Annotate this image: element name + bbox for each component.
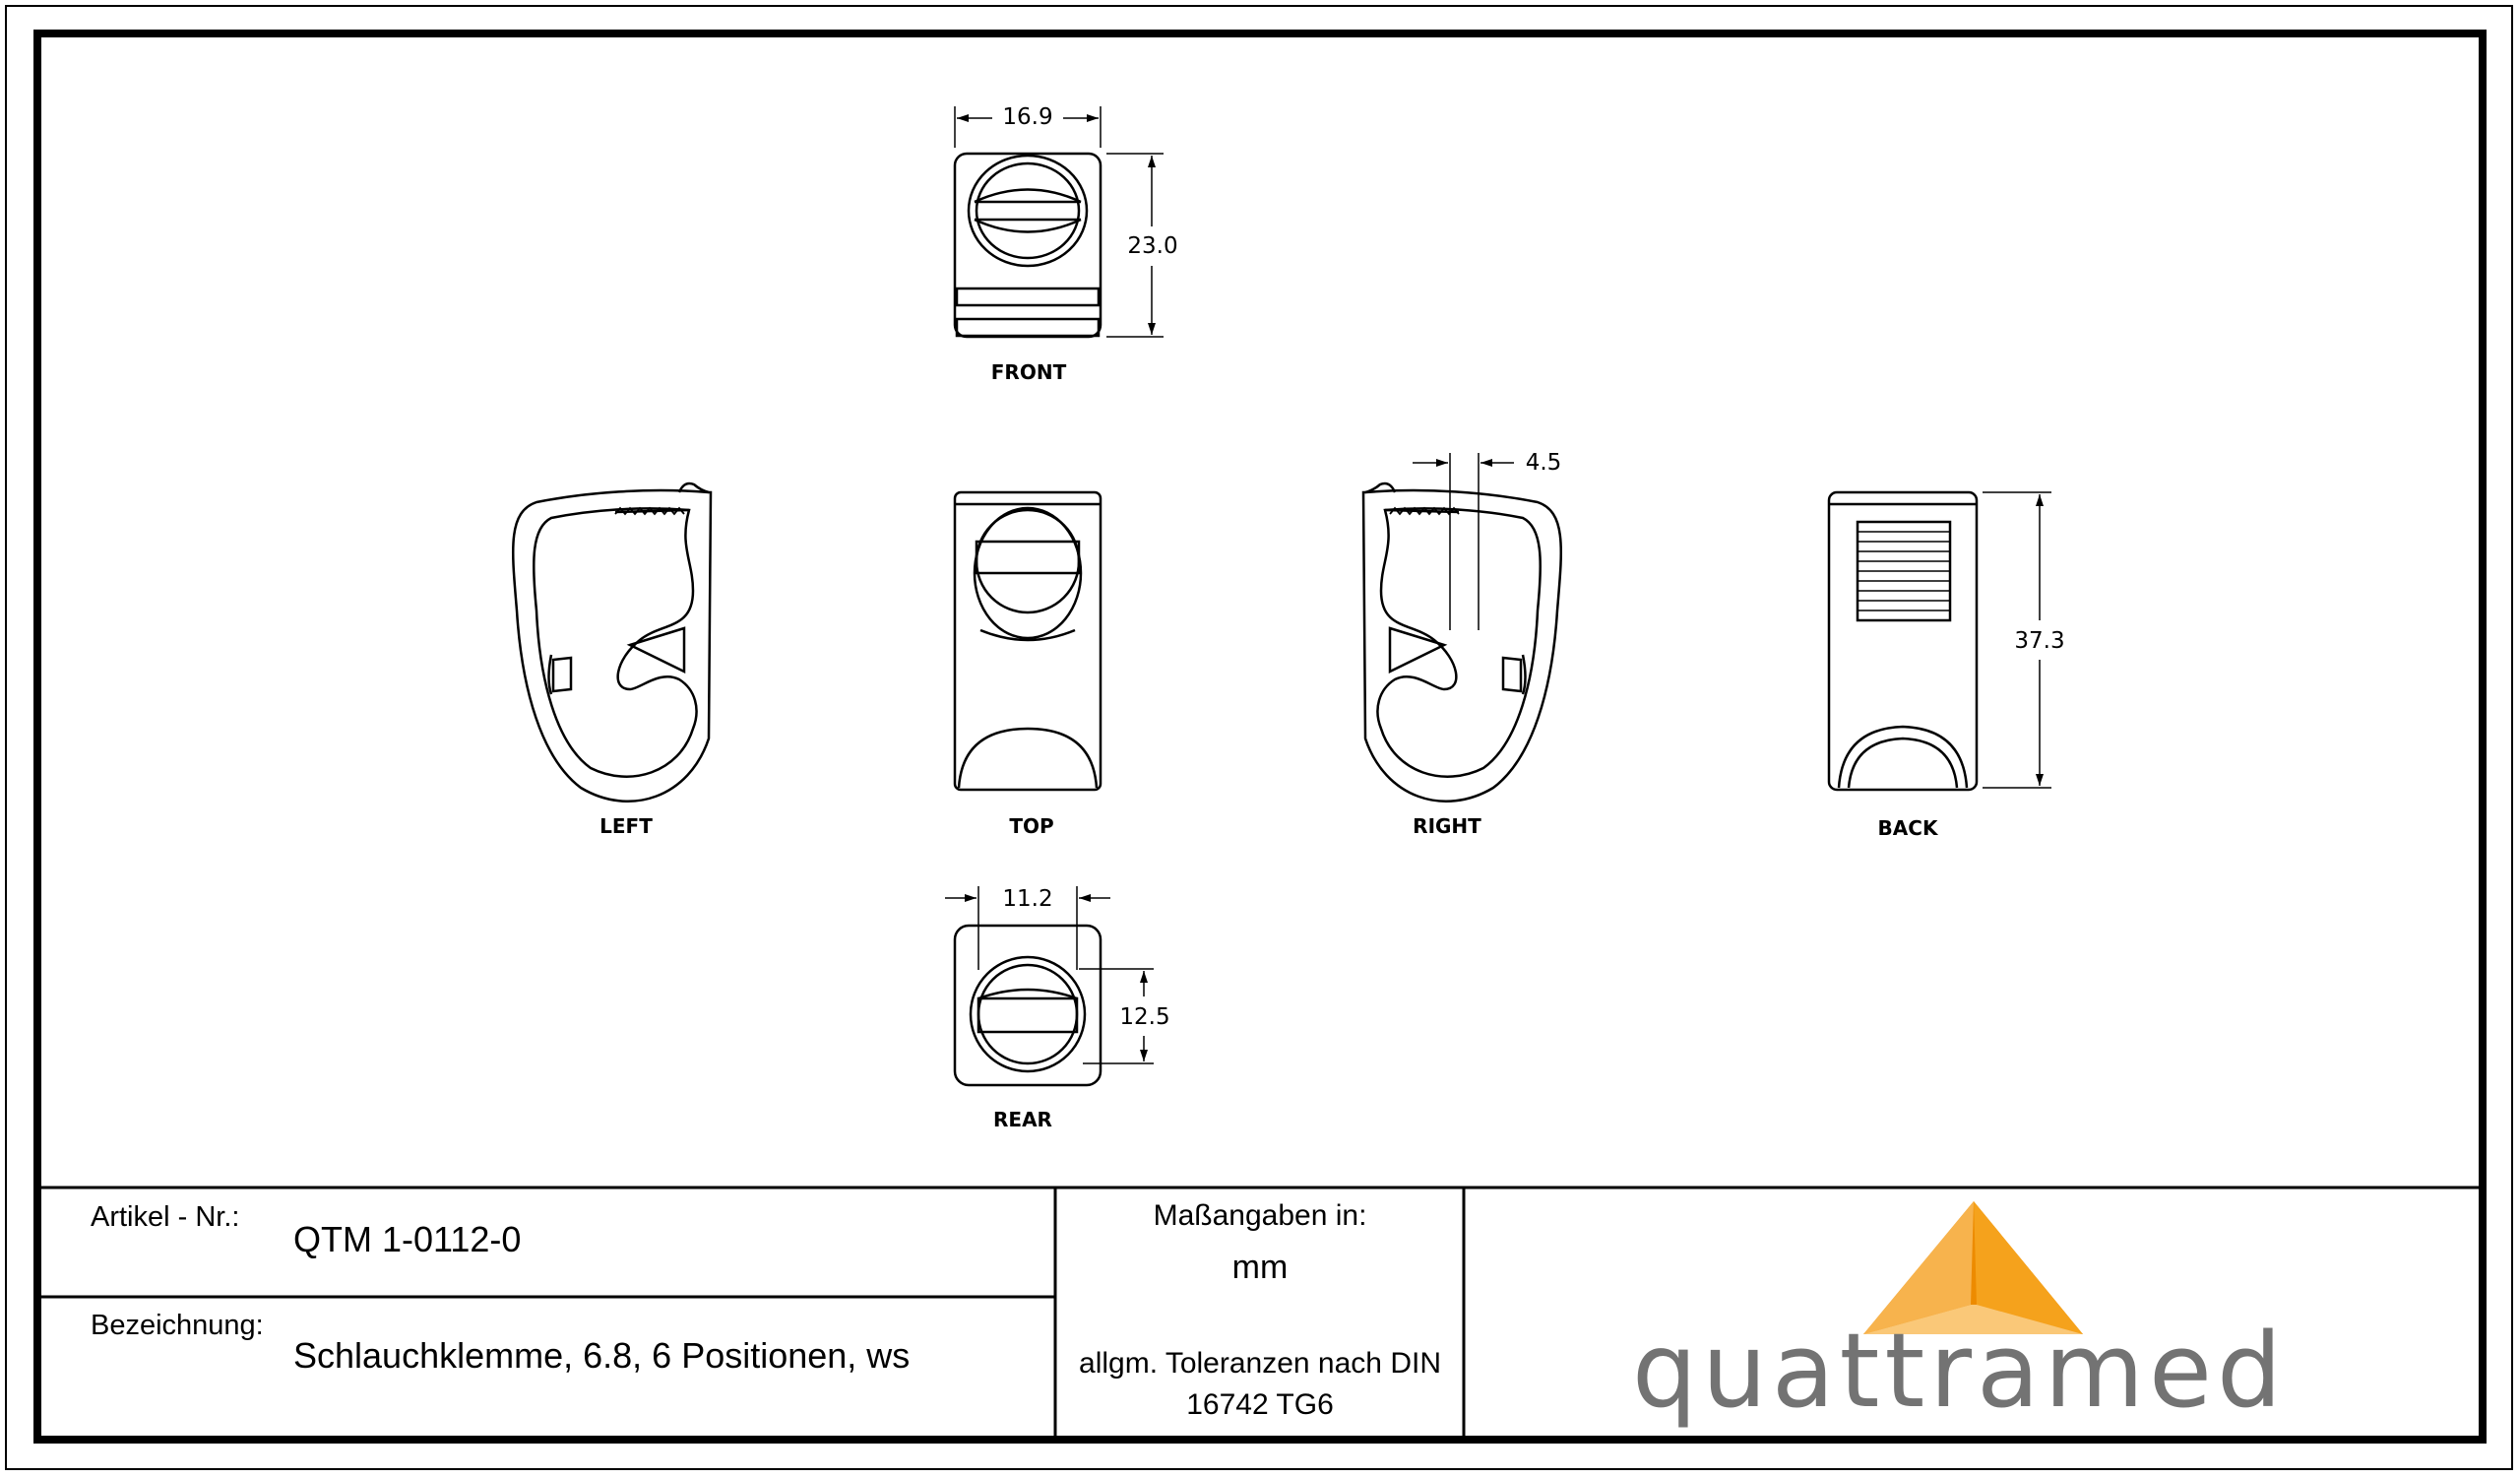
dim-back-height: 37.3 xyxy=(2014,628,2064,654)
front-view xyxy=(953,106,1164,339)
units-value: mm xyxy=(1231,1249,1289,1286)
dim-rear-height: 12.5 xyxy=(1119,1004,1169,1030)
top-view xyxy=(953,490,1102,792)
label-top: TOP xyxy=(1009,814,1053,838)
dim-rear-width: 11.2 xyxy=(1002,886,1052,912)
dim-front-height: 23.0 xyxy=(1127,233,1177,259)
right-dimension-lines xyxy=(1413,453,1514,630)
drawing-frame xyxy=(33,30,2487,1444)
label-rear: REAR xyxy=(993,1108,1052,1131)
article-number-label: Artikel - Nr.: xyxy=(91,1201,240,1233)
designation-label: Bezeichnung: xyxy=(91,1310,264,1341)
label-left: LEFT xyxy=(599,814,653,838)
title-block-grid xyxy=(39,1186,2481,1438)
tolerance-line-2: 16742 TG6 xyxy=(1186,1388,1334,1421)
label-right: RIGHT xyxy=(1413,814,1481,838)
back-view xyxy=(1827,490,2051,792)
designation-value: Schlauchklemme, 6.8, 6 Positionen, ws xyxy=(293,1335,911,1376)
label-front: FRONT xyxy=(991,360,1067,384)
outer-frame xyxy=(5,5,2513,1470)
dim-front-width: 16.9 xyxy=(1002,104,1052,130)
left-view xyxy=(512,482,713,803)
tolerance-line-1: allgm. Toleranzen nach DIN xyxy=(1079,1347,1441,1380)
rear-view xyxy=(945,886,1154,1087)
units-label: Maßangaben in: xyxy=(1153,1199,1367,1232)
quattramed-logo-mark xyxy=(1863,1201,2083,1334)
dim-right-offset: 4.5 xyxy=(1526,450,1562,476)
article-number-value: QTM 1-0112-0 xyxy=(293,1219,522,1259)
quattramed-logo-text: quattramed xyxy=(1632,1311,2288,1431)
label-back: BACK xyxy=(1878,816,1939,840)
right-view xyxy=(1361,482,1562,803)
